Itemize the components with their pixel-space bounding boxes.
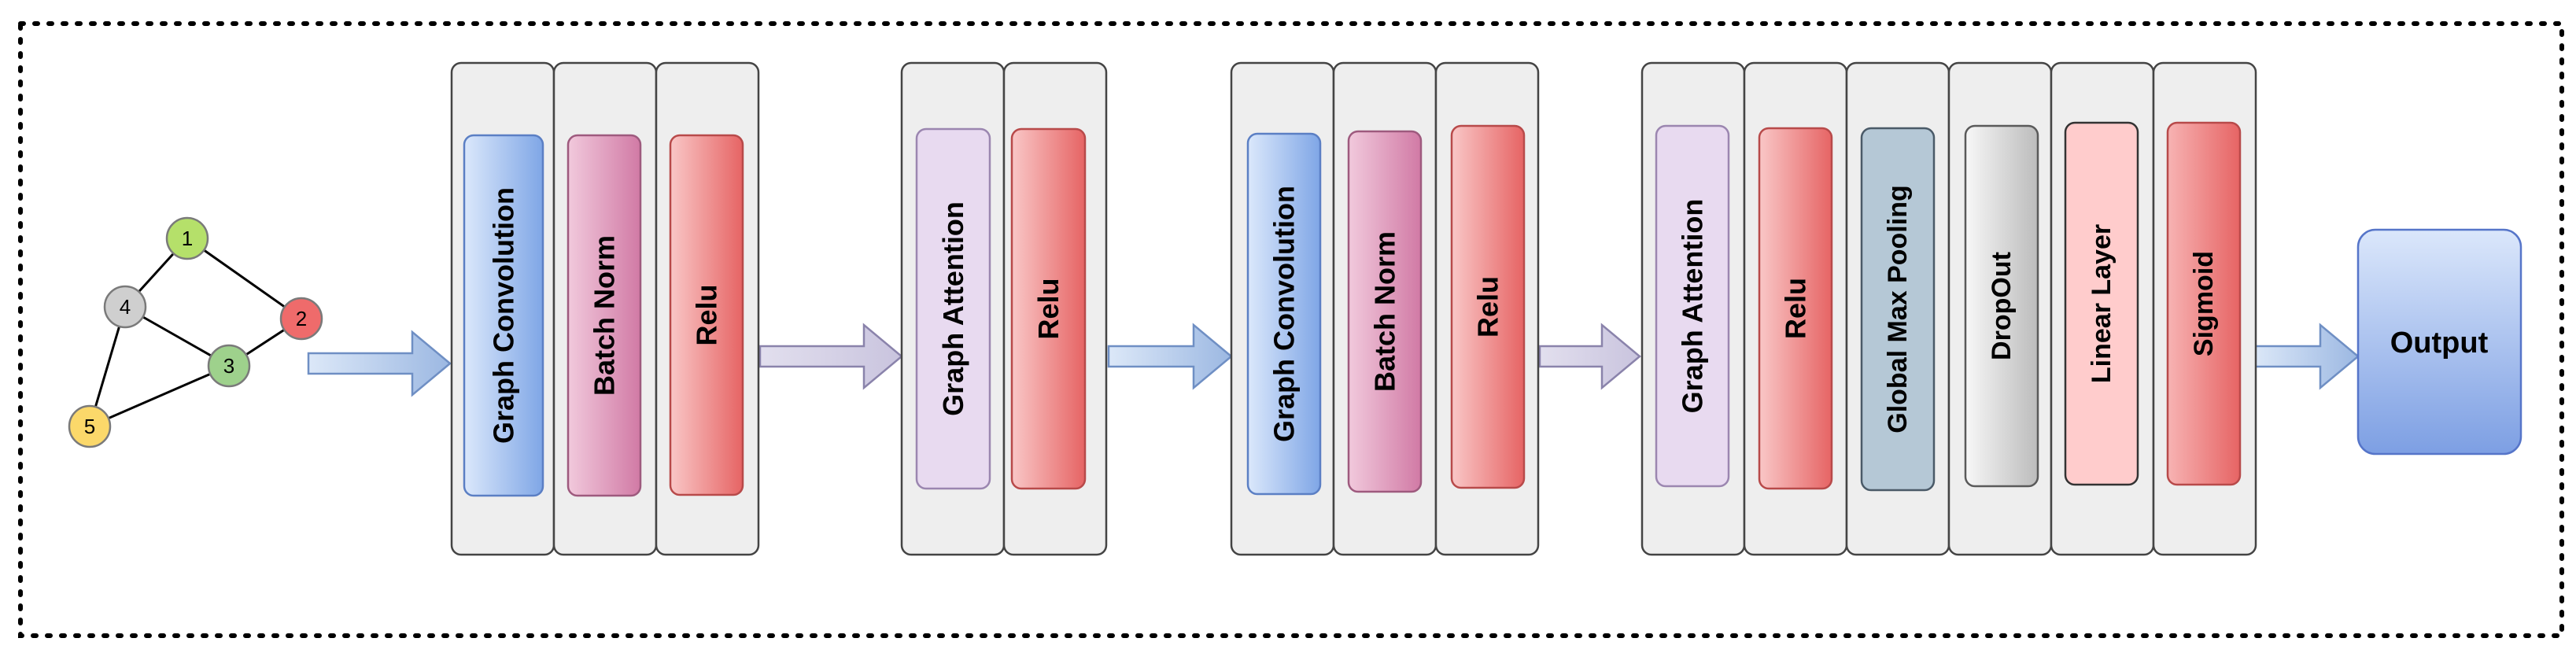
graph-node: 5 [68, 404, 112, 448]
layer-label: Relu [1472, 276, 1504, 338]
layer-block: Graph Convolution Batch Norm Relu [1230, 61, 1540, 556]
graph-node-label: 1 [182, 227, 193, 250]
layer-norm: Batch Norm [1332, 61, 1437, 556]
layer-norm: Batch Norm [552, 61, 658, 556]
layer-label: Sigmoid [2189, 251, 2219, 356]
layer-box [566, 134, 642, 497]
layer-attn: Graph Attention [900, 61, 1006, 556]
layer-block: Graph Convolution Batch Norm Relu [450, 61, 760, 556]
graph-node-label: 3 [223, 354, 234, 378]
graph-node: 3 [207, 344, 251, 388]
layer-label: Graph Convolution [488, 187, 520, 444]
layer-box [915, 127, 991, 490]
layer-label: Relu [691, 284, 723, 345]
layer-relu: Relu [1434, 61, 1540, 556]
graph-node: 1 [165, 216, 209, 260]
layer-box [1347, 130, 1423, 493]
layer-label: Linear Layer [2087, 224, 2117, 383]
flow-arrow [1538, 323, 1641, 390]
layer-linear: Linear Layer [2050, 61, 2155, 556]
dotted-border [18, 21, 2564, 638]
flow-arrow [758, 323, 903, 390]
layer-box [1450, 124, 1526, 489]
layer-block: Graph Attention Relu Global Max Pooling Dro… [1640, 61, 2257, 556]
layer-block: Graph Attention Relu [900, 61, 1108, 556]
layer-box [1246, 132, 1322, 496]
layer-box [2064, 121, 2139, 486]
layer-box [1655, 124, 1730, 488]
flow-arrows [307, 323, 2360, 397]
layer-box [1964, 124, 2039, 488]
layer-box [669, 134, 744, 496]
layer-relu: Relu [655, 61, 760, 556]
layer-conv: Graph Convolution [450, 61, 555, 556]
layer-label: DropOut [1987, 252, 2017, 360]
layer-relu: Relu [1002, 61, 1108, 556]
layer-label: Global Max Pooling [1883, 185, 1913, 433]
input-graph: 1 2 3 4 5 [68, 216, 323, 448]
flow-arrow [307, 330, 452, 397]
output-box: Output [2356, 228, 2522, 456]
flow-arrow [1107, 323, 1233, 390]
layer-drop: DropOut [1947, 61, 2053, 556]
layer-box [1010, 127, 1087, 490]
flow-arrow [2252, 323, 2360, 390]
layer-box [463, 134, 544, 497]
layer-label: Relu [1032, 278, 1065, 339]
layer-relu: Relu [1743, 61, 1848, 556]
layer-pool: Global Max Pooling [1845, 61, 1950, 556]
layer-label: Graph Attention [937, 201, 969, 416]
layer-attn: Graph Attention [1640, 61, 1746, 556]
layer-label: Relu [1780, 278, 1812, 339]
layer-label: Graph Convolution [1268, 186, 1301, 442]
layer-box [1758, 127, 1833, 490]
layer-conv: Graph Convolution [1230, 61, 1335, 556]
layer-sigmoid: Sigmoid [2152, 61, 2257, 556]
layer-box [2166, 121, 2242, 486]
layer-label: Batch Norm [589, 235, 621, 396]
graph-node-label: 2 [296, 307, 307, 330]
output-box-shape [2356, 228, 2522, 456]
output-label: Output [2390, 326, 2489, 360]
graph-edge [186, 237, 302, 320]
layer-box [1860, 127, 1936, 492]
graph-edge [89, 364, 230, 428]
layer-label: Batch Norm [1369, 231, 1401, 392]
layer-label: Graph Attention [1677, 199, 1709, 414]
graph-node-label: 4 [120, 295, 131, 319]
graph-node-label: 5 [84, 415, 95, 438]
graph-node: 4 [103, 285, 147, 329]
graph-node: 2 [279, 297, 323, 341]
